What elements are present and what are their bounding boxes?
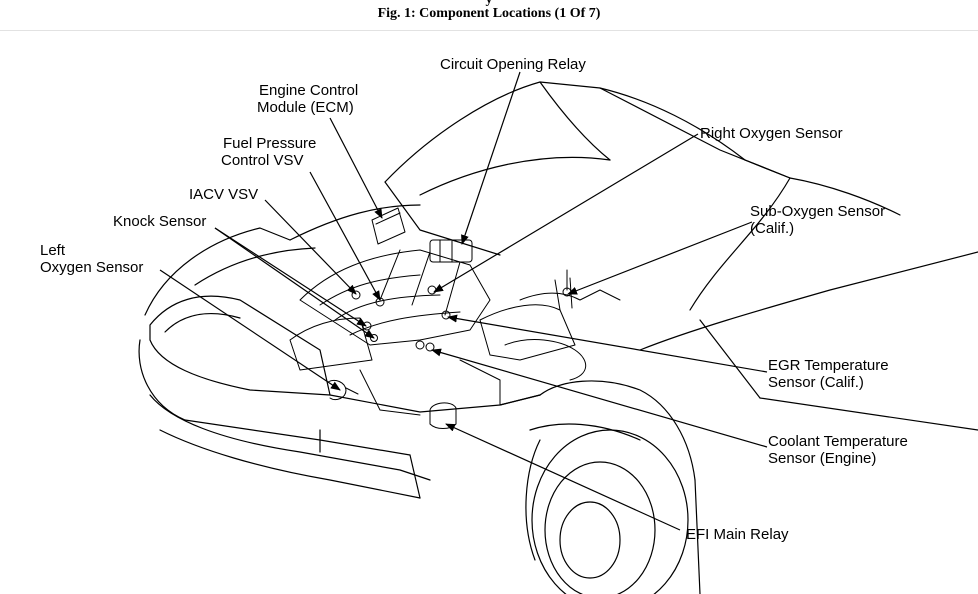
leader-left-o2	[159, 269, 341, 391]
label-knock-sensor: Knock Sensor	[113, 213, 207, 230]
label-fuel-vsv-line1: Fuel Pressure	[223, 135, 317, 152]
figure-title: Fig. 1: Component Locations (1 Of 7)	[377, 6, 601, 21]
label-right-o2: Right Oxygen Sensor	[700, 125, 843, 142]
leader-iacv-vsv	[264, 199, 357, 295]
leader-circuit-opening-relay	[461, 71, 521, 245]
label-coolant-line1: Coolant Temperature	[768, 433, 908, 450]
label-sub-o2-line1: Sub-Oxygen Sensor	[750, 203, 886, 220]
label-circuit-opening-relay: Circuit Opening Relay	[440, 56, 586, 73]
label-ecm-line1: Engine Control	[259, 82, 359, 99]
leader-egr	[447, 314, 768, 373]
leader-coolant	[431, 348, 768, 448]
label-coolant-line2: Sensor (Engine)	[768, 450, 877, 467]
leader-sub-o2	[567, 221, 753, 295]
label-ecm-line2: Module (ECM)	[257, 99, 354, 116]
label-iacv-vsv: IACV VSV	[189, 186, 259, 203]
leader-knock-sensor-2	[214, 227, 375, 339]
cut-off-header-fragment: y	[0, 0, 978, 8]
label-left-o2-line2: Oxygen Sensor	[40, 259, 144, 276]
callout-leaders	[159, 71, 768, 531]
leader-fuel-vsv	[309, 171, 381, 301]
label-left-o2-line1: Left	[40, 242, 66, 259]
label-egr-line2: Sensor (Calif.)	[768, 374, 864, 391]
leader-right-o2	[433, 133, 699, 293]
leader-ecm	[329, 117, 383, 219]
title-divider	[0, 30, 978, 31]
leader-knock-sensor-1	[214, 227, 367, 327]
car-body-outline	[138, 81, 978, 594]
label-egr-line1: EGR Temperature	[768, 357, 889, 374]
label-efi-main-relay: EFI Main Relay	[686, 526, 789, 543]
label-fuel-vsv-line2: Control VSV	[221, 152, 304, 169]
label-sub-o2-line2: (Calif.)	[750, 220, 795, 237]
leader-efi-main-relay	[445, 423, 681, 531]
